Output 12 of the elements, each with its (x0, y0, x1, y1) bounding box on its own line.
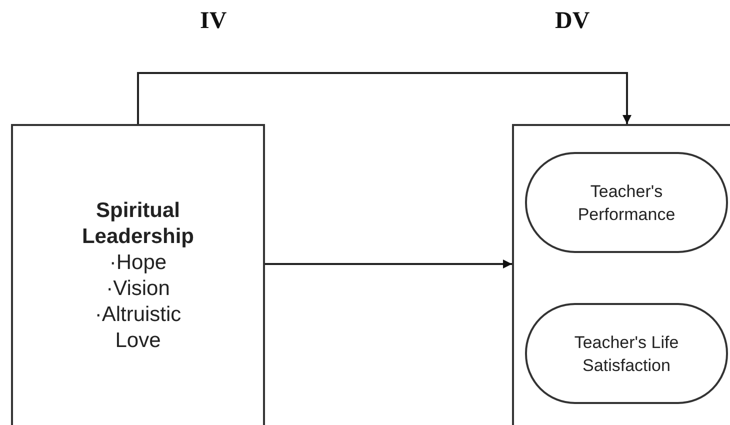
list-item: ·Vision (106, 276, 170, 302)
list-item: ·Hope (109, 250, 167, 276)
node-label: Teacher's Life Satisfaction (573, 332, 680, 376)
variable-box (512, 124, 730, 425)
column-heading: DV (555, 8, 590, 35)
arrow (137, 72, 632, 124)
arrow (265, 260, 512, 268)
variable-box (11, 124, 265, 425)
list-item: ·Altruistic Love (94, 302, 182, 354)
column-heading: IV (200, 8, 227, 35)
node-label: Teacher's Performance (576, 180, 676, 226)
node-heading: Spiritual Leadership (80, 198, 196, 250)
